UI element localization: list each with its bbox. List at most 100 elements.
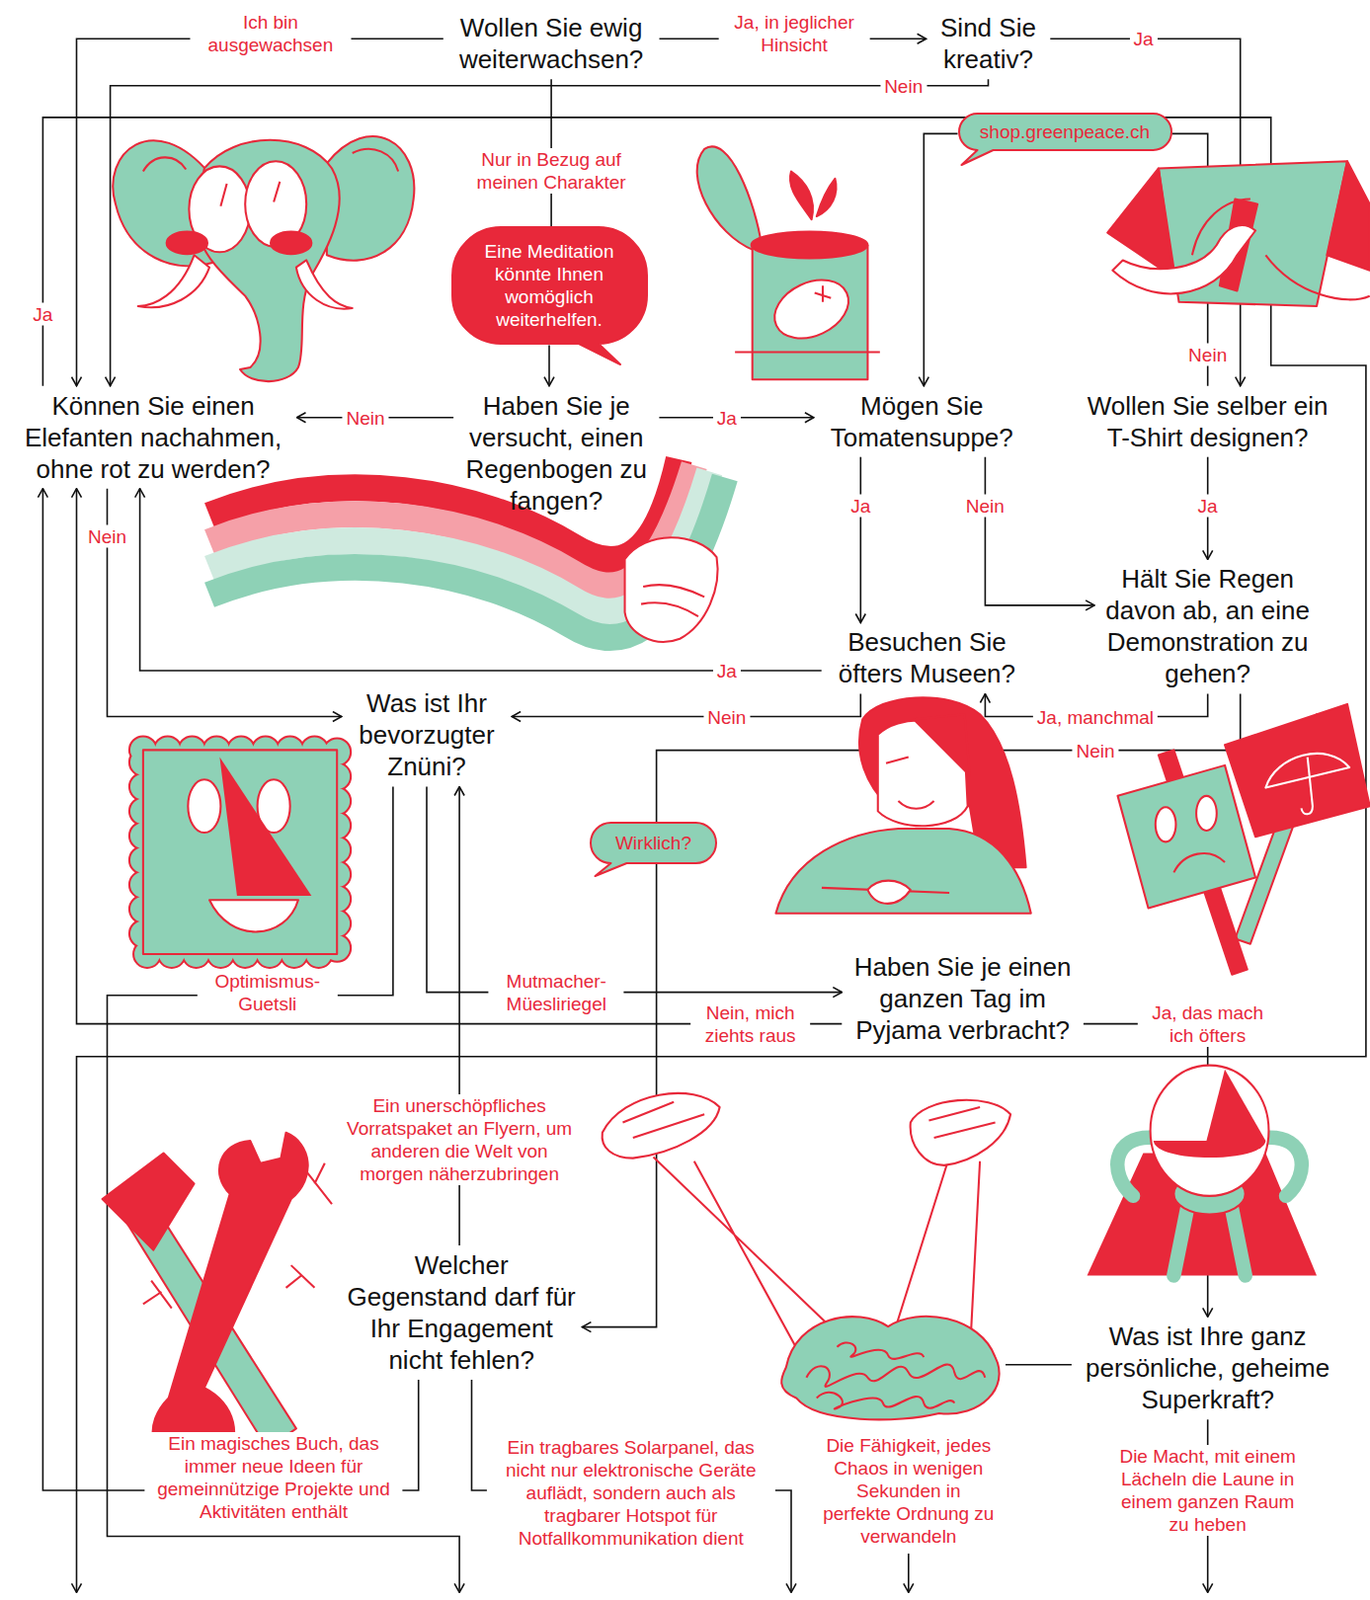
hands-chaos-illustration [602,1093,1011,1420]
woman-illustration-part [913,714,970,776]
question-node: Welcher Gegenstand darf für Ihr Engageme… [340,1245,583,1380]
edge-label: Nein [1071,738,1119,762]
bubble-text: shop.greenpeace.ch [975,120,1155,144]
soup-can-illustration-part [697,146,762,250]
soup-can-illustration-part [752,244,869,380]
tools-illustration-part [143,1163,332,1309]
protest-sign-illustration-part [1196,796,1217,831]
edge-label: Ja, in jeglicher Hinsicht [719,10,871,57]
woman-illustration-part [867,881,910,904]
soup-can-illustration-part [790,171,813,221]
question-node: Haben Sie je versucht, einen Regenbogen … [453,386,659,521]
question-text: Können Sie einen Elefanten nachahmen, oh… [15,390,292,485]
rainbow-illustration-part [625,537,719,643]
question-text: Welcher Gegenstand darf für Ihr Engageme… [346,1249,577,1376]
answer-label: Optimismus-Guetsli [197,969,338,1016]
tools-illustration-part [102,1152,195,1250]
soup-can-illustration [697,146,881,380]
question-node: Haben Sie je einen ganzen Tag im Pyjama … [841,947,1084,1050]
edge-label: Ein unerschöpfliches Vorratspaket an Fly… [340,1094,579,1186]
edge-label: Ja [1129,27,1158,51]
edge-label: Nein [962,493,1009,517]
question-node: Wollen Sie ewig weiterwachsen? [443,7,660,80]
flow-connector [511,694,861,718]
question-node: Mögen Sie Tomatensuppe? [813,386,1031,458]
protest-sign-illustration-part [1155,806,1177,842]
elephant-illustration-part [143,157,186,171]
bubble-outline [589,821,718,894]
bubble-shape [452,227,647,365]
flow-connector [984,457,1095,606]
edge-label: Nein, mich ziehts raus [690,1001,811,1048]
question-text: Besuchen Sie öfters Museen? [827,626,1028,690]
superhero-illustration-part [1153,1140,1267,1158]
cookie-illustration [143,749,337,955]
edge-label: Nein [703,705,750,728]
exit-connector [907,1553,910,1593]
edge-label: Ich bin ausgewachsen [189,10,351,57]
flow-connector [426,787,842,993]
bubble-shape [590,822,717,877]
question-text: Was ist Ihre ganz persönliche, geheime S… [1077,1320,1339,1416]
protest-sign-illustration-part [1301,757,1313,815]
edge-label: Nein [83,524,131,548]
tshirt-illustration-part [1107,167,1174,278]
soup-can-illustration-part [814,285,832,303]
question-text: Was ist Ihr bevorzugter Znüni? [347,687,506,783]
answer-label: Ja [28,303,57,326]
protest-sign-illustration-part [1118,765,1256,909]
question-text: Hält Sie Regen davon ab, an eine Demonst… [1100,563,1315,690]
rainbow-illustration [209,459,726,643]
woman-illustration-part [775,828,1031,914]
bubble-text: Eine Meditation könnte Ihnen womöglich w… [473,240,627,331]
soup-can-illustration-part [751,232,869,259]
question-text: Wollen Sie ewig weiterwachsen? [449,11,654,76]
superhero-illustration-part [1150,1065,1270,1197]
tools-illustration-part [153,1132,309,1470]
woman-illustration [775,697,1031,913]
elephant-illustration-part [220,181,280,207]
flow-connector [110,79,989,386]
soup-can-illustration-part [734,350,881,353]
hands-chaos-illustration-part [602,1093,721,1159]
question-text: Sind Sie kreativ? [932,11,1046,76]
cookie-illustration-part [187,779,221,833]
exit-connector [1005,1364,1072,1367]
question-node: Sind Sie kreativ? [926,7,1051,80]
edge-label: Ja [713,659,741,683]
rainbow-illustration-part [641,584,705,617]
question-node: Können Sie einen Elefanten nachahmen, oh… [9,386,298,489]
edge-label: Ja [1194,493,1222,517]
speech-bubble: shop.greenpeace.ch [958,112,1173,152]
edge-label: Ja [846,493,875,517]
answer-label: Ein tragbares Solarpanel, das nicht nur … [486,1436,776,1550]
elephant-illustration-part [166,232,208,255]
woman-illustration-part [886,757,935,809]
superhero-illustration [1087,1065,1317,1277]
edge-label: Ja [713,405,741,429]
elephant-illustration-part [138,254,210,308]
protest-sign-illustration-part [1224,704,1370,837]
cookie-illustration-part [219,757,312,897]
elephant-illustration-part [352,149,399,172]
flow-connector [923,133,958,386]
flow-connector [581,864,656,1328]
cookie-illustration-part [143,749,337,955]
flow-connector [859,457,862,624]
answer-label: Die Fähigkeit, jedes Chaos in wenigen Se… [816,1433,1001,1547]
cookie-illustration-part [209,899,299,932]
soup-can-illustration-part [765,268,859,350]
hands-chaos-illustration-part [910,1100,1011,1166]
elephant-illustration [112,136,414,382]
soup-can-illustration-part [816,178,837,217]
question-node: Hält Sie Regen davon ab, an eine Demonst… [1094,559,1321,694]
tshirt-illustration-part [1326,161,1370,271]
hands-chaos-illustration-part [928,1107,995,1138]
answer-label: Die Macht, mit einem Lächeln die Laune i… [1106,1445,1308,1536]
edge-label: Nein [880,74,927,97]
edge-label: Nein [1184,342,1231,366]
flow-connector [42,488,418,1491]
question-text: Haben Sie je versucht, einen Regenbogen … [459,390,653,517]
edge-label: Nur in Bezug auf meinen Charakter [460,148,643,194]
